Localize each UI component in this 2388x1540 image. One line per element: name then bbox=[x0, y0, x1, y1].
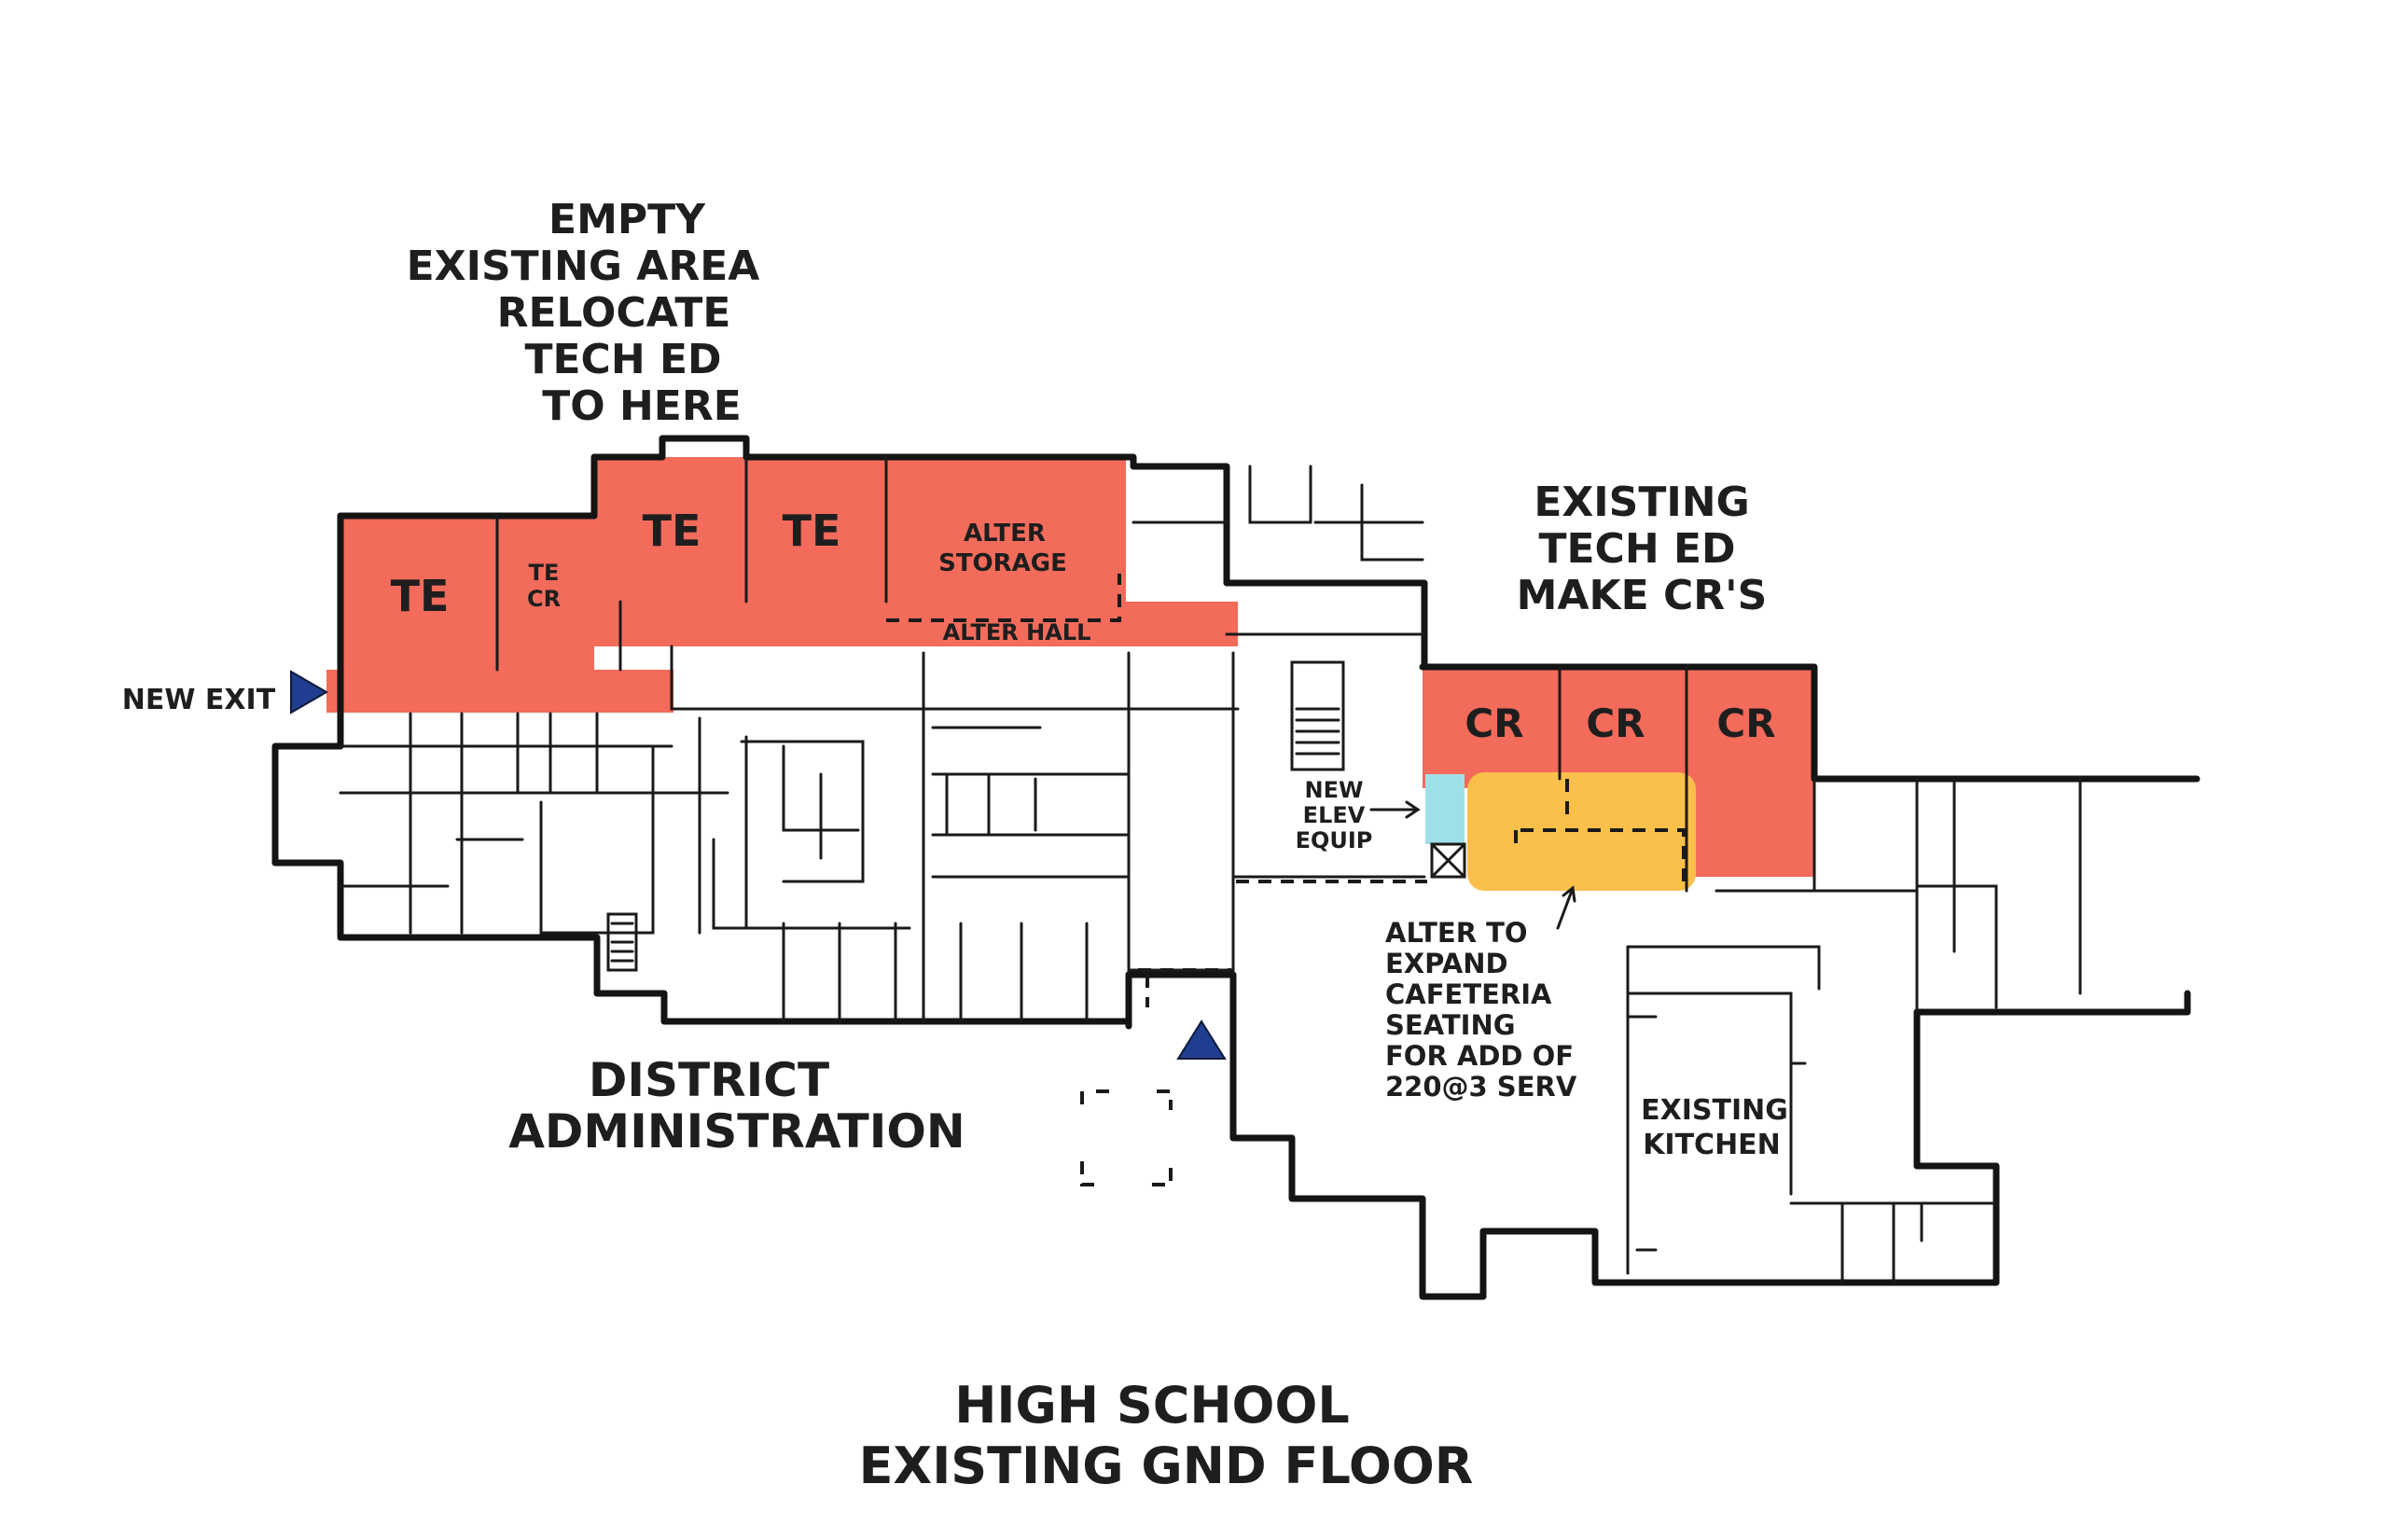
cafeteria-expansion-zone bbox=[1467, 772, 1696, 891]
new-elevator-zone bbox=[1425, 774, 1465, 844]
svg-text:TECH ED: TECH ED bbox=[524, 336, 721, 383]
annotation-existing-kitchen: EXISTING KITCHEN bbox=[1641, 1094, 1788, 1161]
proposed-dashed-lines bbox=[886, 574, 1686, 1186]
annotation-empty-area: EMPTY EXISTING AREA RELOCATE TECH ED TO … bbox=[407, 196, 760, 430]
leader-arrows bbox=[1369, 800, 1576, 930]
room-label-te-cr-line2: CR bbox=[527, 586, 561, 612]
room-label-cr-1: CR bbox=[1465, 701, 1523, 746]
svg-text:ELEV: ELEV bbox=[1303, 802, 1366, 828]
svg-text:EXPAND: EXPAND bbox=[1385, 948, 1508, 979]
room-label-te-cr-line1: TE bbox=[529, 560, 560, 586]
annotation-new-exit: NEW EXIT bbox=[122, 684, 276, 716]
triangle-marker-icon bbox=[290, 670, 328, 715]
existing-tech-ed-zone bbox=[1423, 667, 1814, 877]
interior-walls bbox=[339, 455, 2082, 1284]
room-label-cr-2: CR bbox=[1586, 701, 1645, 746]
svg-text:220@3 SERV: 220@3 SERV bbox=[1385, 1071, 1577, 1103]
svg-text:KITCHEN: KITCHEN bbox=[1643, 1129, 1781, 1161]
svg-text:DISTRICT: DISTRICT bbox=[589, 1053, 829, 1107]
drawing-title-line1: HIGH SCHOOL bbox=[954, 1376, 1350, 1435]
svg-text:MAKE CR'S: MAKE CR'S bbox=[1517, 572, 1768, 619]
svg-text:TO HERE: TO HERE bbox=[542, 382, 742, 430]
svg-text:ADMINISTRATION: ADMINISTRATION bbox=[508, 1104, 965, 1158]
svg-text:EXISTING: EXISTING bbox=[1641, 1094, 1788, 1127]
svg-text:ALTER TO: ALTER TO bbox=[1385, 917, 1528, 949]
svg-text:CAFETERIA: CAFETERIA bbox=[1385, 978, 1552, 1010]
room-label-te-3: TE bbox=[783, 506, 841, 556]
svg-text:NEW: NEW bbox=[1305, 777, 1364, 803]
annotation-district-administration: DISTRICT ADMINISTRATION bbox=[508, 1053, 965, 1158]
room-label-te-2: TE bbox=[643, 506, 701, 556]
svg-text:EXISTING: EXISTING bbox=[1534, 479, 1749, 526]
svg-text:FOR ADD OF: FOR ADD OF bbox=[1385, 1040, 1574, 1072]
drawing-title-line2: EXISTING GND FLOOR bbox=[859, 1436, 1474, 1495]
room-label-te-1: TE bbox=[391, 571, 450, 621]
room-label-cr-3: CR bbox=[1716, 701, 1775, 746]
svg-text:RELOCATE: RELOCATE bbox=[497, 289, 731, 337]
annotation-existing-tech-ed: EXISTING TECH ED MAKE CR'S bbox=[1517, 479, 1768, 619]
svg-text:TECH ED: TECH ED bbox=[1538, 525, 1735, 573]
room-label-alter-hall: ALTER HALL bbox=[943, 619, 1091, 645]
room-label-alter-storage-line1: ALTER bbox=[964, 520, 1046, 548]
svg-text:EQUIP: EQUIP bbox=[1296, 827, 1373, 853]
svg-text:EXISTING AREA: EXISTING AREA bbox=[407, 243, 760, 290]
elevator-box bbox=[1430, 842, 1466, 879]
annotation-new-elev: NEW ELEV EQUIP bbox=[1296, 777, 1373, 853]
triangle-marker-icon bbox=[1176, 1020, 1227, 1060]
annotation-alter-cafeteria: ALTER TO EXPAND CAFETERIA SEATING FOR AD… bbox=[1385, 917, 1577, 1103]
svg-text:EMPTY: EMPTY bbox=[548, 196, 706, 243]
room-label-alter-storage-line2: STORAGE bbox=[938, 549, 1067, 577]
tech-ed-relocation-zone bbox=[326, 457, 1238, 713]
svg-text:SEATING: SEATING bbox=[1385, 1009, 1516, 1041]
